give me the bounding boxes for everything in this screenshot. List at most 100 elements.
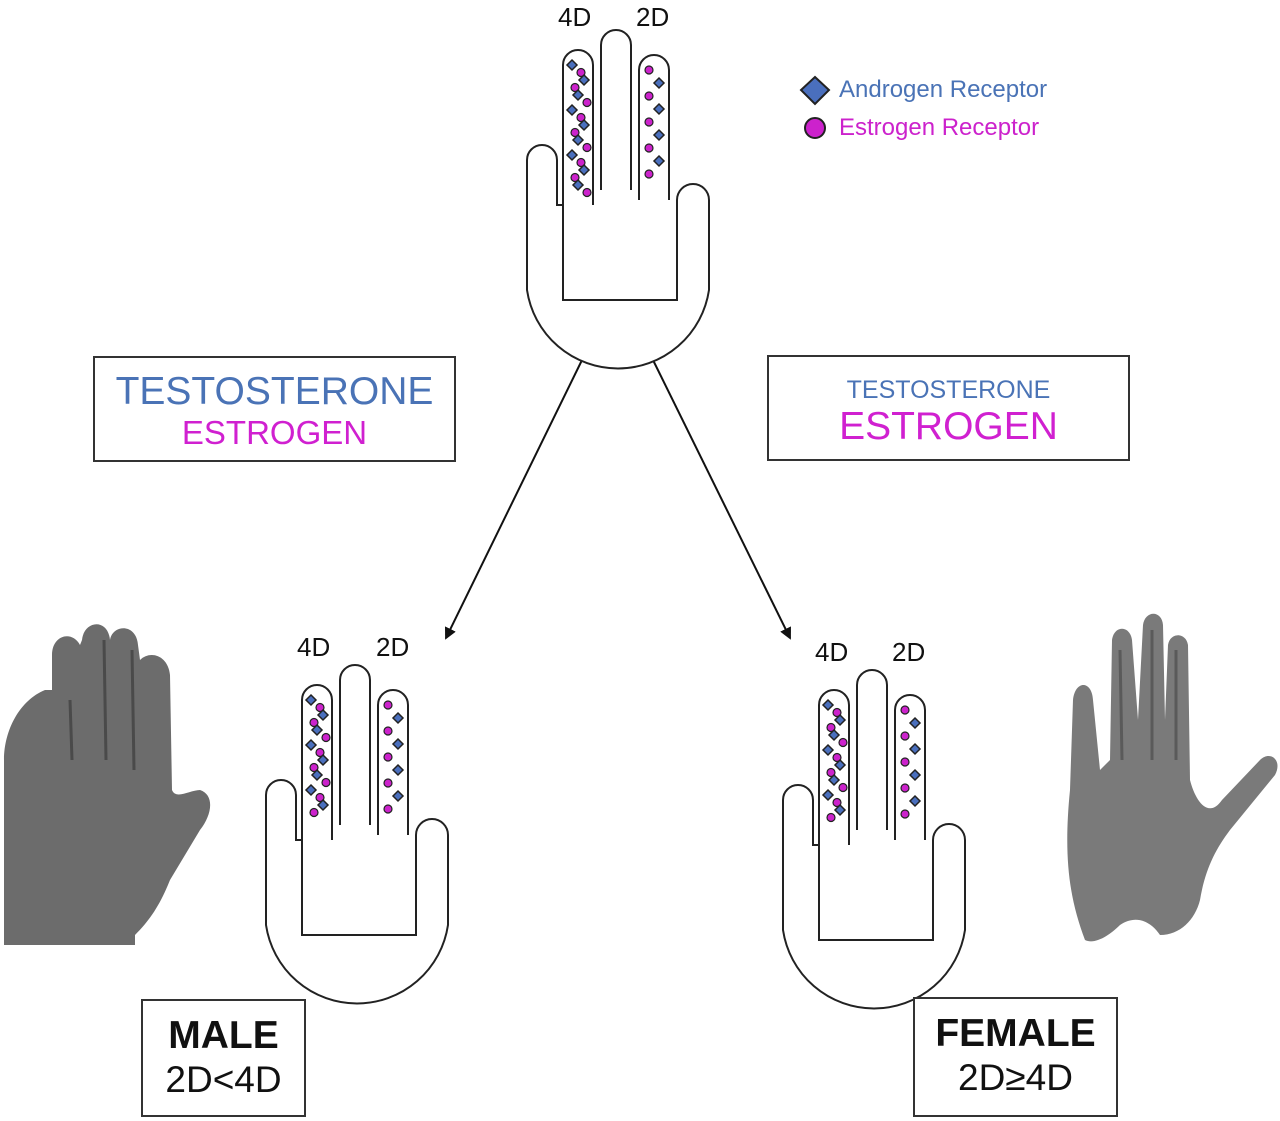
estrogen-receptor-icon (838, 782, 848, 793)
finger-middle (856, 669, 888, 830)
estrogen-receptor-icon (826, 812, 836, 823)
estrogen-receptor-icon (832, 797, 842, 808)
palm-outline (526, 144, 710, 370)
androgen-receptor-icon (565, 103, 579, 117)
palm-outline (782, 784, 966, 1010)
estrogen-receptor-icon (576, 112, 586, 123)
estrogen-receptor-icon (832, 752, 842, 763)
androgen-receptor-icon (310, 723, 324, 737)
estrogen-receptor-icon (582, 187, 592, 198)
androgen-receptor-icon (391, 711, 405, 725)
estrogen-receptor-icon (576, 157, 586, 168)
estrogen-receptor-icon (570, 82, 580, 93)
estrogen-receptor-icon (309, 807, 319, 818)
estrogen-receptor-icon (644, 169, 654, 179)
androgen-receptor-icon (908, 716, 922, 730)
finger-label-4d-female: 4D (815, 637, 849, 667)
androgen-receptor-icon (304, 693, 318, 707)
androgen-receptor-icon (827, 728, 841, 742)
androgen-receptor-icon (833, 713, 847, 727)
legend-estrogen-label: Estrogen Receptor (839, 114, 1040, 141)
androgen-receptor-icon (577, 163, 591, 177)
androgen-receptor-icon (833, 803, 847, 817)
female-hormone-box: TESTOSTERONE ESTROGEN (767, 355, 1130, 461)
finger-label-2d-top: 2D (636, 2, 670, 32)
arrow-to-female (651, 357, 791, 640)
androgen-receptor-icon (908, 768, 922, 782)
estrogen-receptor-icon (315, 747, 325, 758)
estrogen-receptor-icon (321, 732, 331, 743)
female-ratio: 2D≥4D (958, 1057, 1073, 1098)
androgen-receptor-icon (316, 798, 330, 812)
finger-middle (600, 29, 632, 190)
finger-label-4d-top: 4D (558, 2, 592, 32)
androgen-receptor-icon (908, 794, 922, 808)
androgen-receptor-icon (652, 128, 666, 142)
androgen-receptor-icon (304, 738, 318, 752)
female-label: FEMALE (935, 1012, 1096, 1055)
hand-diagram-female (782, 669, 966, 1010)
estrogen-receptor-icon (321, 777, 331, 788)
estrogen-receptor-icon (315, 792, 325, 803)
androgen-receptor-icon (577, 118, 591, 132)
male-hormone-box: TESTOSTERONE ESTROGEN (93, 356, 456, 462)
female-testosterone-label: TESTOSTERONE (846, 376, 1051, 404)
androgen-receptor-icon (908, 742, 922, 756)
estrogen-receptor-icon (582, 97, 592, 108)
male-hand-photo (4, 624, 211, 945)
estrogen-receptor-icon (900, 783, 910, 793)
estrogen-receptor-icon (900, 757, 910, 767)
estrogen-receptor-icon (315, 702, 325, 713)
estrogen-receptor-icon (900, 731, 910, 741)
androgen-receptor-icon (833, 758, 847, 772)
androgen-receptor-icon (821, 698, 835, 712)
male-ratio: 2D<4D (165, 1059, 282, 1100)
legend-androgen-label: Androgen Receptor (839, 76, 1048, 103)
legend-circle-icon (804, 117, 826, 139)
estrogen-receptor-icon (900, 809, 910, 819)
androgen-receptor-icon (652, 154, 666, 168)
androgen-receptor-icon (304, 783, 318, 797)
estrogen-receptor-icon (826, 767, 836, 778)
androgen-receptor-icon (652, 76, 666, 90)
male-result-box: MALE 2D<4D (141, 999, 306, 1117)
androgen-receptor-icon (827, 773, 841, 787)
female-estrogen-label: ESTROGEN (839, 405, 1058, 448)
androgen-receptor-icon (391, 789, 405, 803)
androgen-receptor-icon (821, 788, 835, 802)
estrogen-receptor-icon (644, 143, 654, 153)
androgen-receptor-icon (571, 88, 585, 102)
finger-2d (894, 694, 926, 840)
finger-2d (377, 689, 409, 835)
androgen-receptor-icon (577, 73, 591, 87)
estrogen-receptor-icon (644, 91, 654, 101)
androgen-receptor-icon (565, 58, 579, 72)
estrogen-receptor-icon (383, 804, 393, 814)
female-result-box: FEMALE 2D≥4D (913, 997, 1118, 1117)
finger-label-4d-male: 4D (297, 632, 331, 662)
estrogen-receptor-icon (383, 778, 393, 788)
estrogen-receptor-icon (309, 762, 319, 773)
finger-label-2d-male: 2D (376, 632, 410, 662)
androgen-receptor-icon (391, 763, 405, 777)
male-estrogen-label: ESTROGEN (181, 414, 368, 451)
androgen-receptor-icon (565, 148, 579, 162)
estrogen-receptor-icon (383, 752, 393, 762)
androgen-receptor-icon (316, 708, 330, 722)
male-testosterone-label: TESTOSTERONE (115, 370, 434, 413)
finger-label-2d-female: 2D (892, 637, 926, 667)
arrow-to-male (445, 357, 584, 640)
finger-middle (339, 664, 371, 825)
estrogen-receptor-icon (570, 127, 580, 138)
estrogen-receptor-icon (826, 722, 836, 733)
estrogen-receptor-icon (582, 142, 592, 153)
estrogen-receptor-icon (644, 117, 654, 127)
androgen-receptor-icon (652, 102, 666, 116)
androgen-receptor-icon (391, 737, 405, 751)
androgen-receptor-icon (821, 743, 835, 757)
estrogen-receptor-icon (900, 705, 910, 715)
male-label: MALE (168, 1014, 279, 1057)
estrogen-receptor-icon (576, 67, 586, 78)
androgen-receptor-icon (316, 753, 330, 767)
